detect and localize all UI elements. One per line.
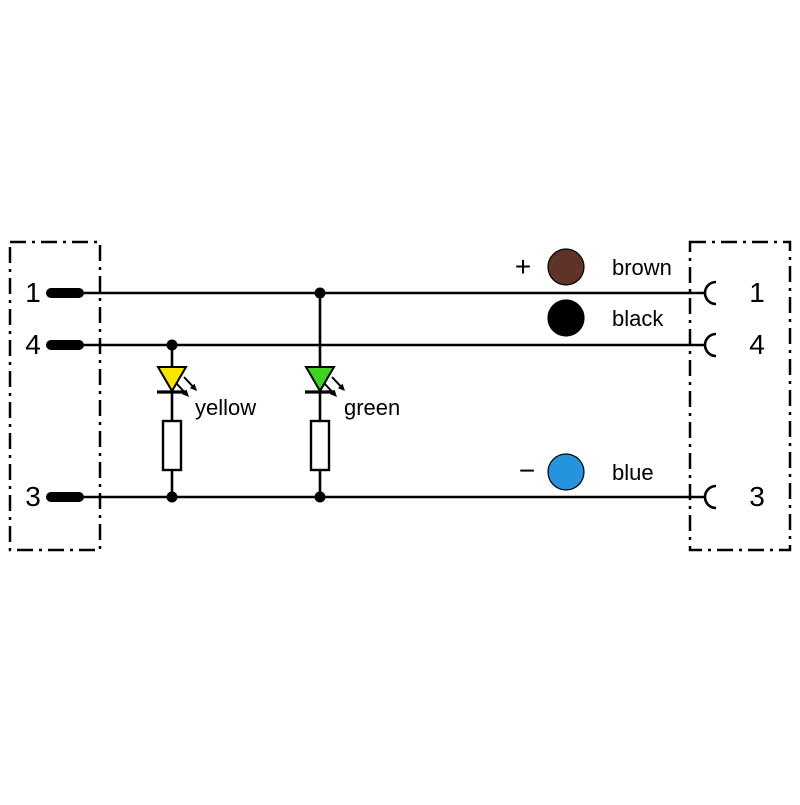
- led-yellow-emission-arrow-1: [175, 382, 187, 394]
- legend-label-brown: brown: [612, 255, 672, 280]
- junction-dots: [166, 287, 326, 503]
- led-green-emission-arrow-1: [323, 382, 335, 394]
- right-pin-label-1: 1: [749, 277, 765, 308]
- legend-swatch-black: [547, 299, 585, 337]
- led-branch-green: green: [304, 293, 400, 497]
- junction-dot-wire1-green: [314, 287, 326, 299]
- left-pin-label-4: 4: [25, 329, 41, 360]
- left-pin-label-3: 3: [25, 481, 41, 512]
- junction-dot-wire3-green: [314, 491, 326, 503]
- led-branch-yellow: yellow: [156, 345, 256, 497]
- led-yellow-label: yellow: [195, 395, 256, 420]
- led-green-label: green: [344, 395, 400, 420]
- right-connector: 1 4 3: [688, 240, 792, 552]
- left-pin-contact-3: [46, 492, 84, 502]
- right-pin-label-3: 3: [749, 481, 765, 512]
- junction-dot-wire3-yellow: [166, 491, 178, 503]
- resistor-green: [309, 419, 331, 472]
- legend-label-blue: blue: [612, 460, 654, 485]
- legend-swatch-brown: [547, 248, 585, 286]
- left-connector: 1 4 3: [8, 240, 102, 552]
- led-green-emission-arrowhead-2: [337, 383, 345, 391]
- led-yellow-emission-arrowhead-2: [189, 383, 197, 391]
- wires: [84, 291, 705, 499]
- led-yellow-emission-arrow-2: [183, 376, 195, 388]
- right-pin-label-4: 4: [749, 329, 765, 360]
- legend-polarity-minus: −: [519, 455, 535, 486]
- right-socket-contact-4: [703, 332, 717, 358]
- legend-swatch-blue: [547, 453, 585, 491]
- junction-dot-wire4-yellow: [166, 339, 178, 351]
- legend-polarity-plus: +: [515, 251, 531, 282]
- legend-label-black: black: [612, 306, 664, 331]
- right-socket-contact-1: [703, 280, 717, 306]
- left-connector-outline: [8, 240, 102, 552]
- led-green-emission-arrow-2: [331, 376, 343, 388]
- resistor-yellow: [161, 419, 183, 472]
- led-yellow-emission-arrowhead-1: [181, 389, 189, 397]
- right-connector-outline: [688, 240, 792, 552]
- right-socket-contact-3: [703, 484, 717, 510]
- led-green-triangle-icon: [304, 366, 336, 393]
- wire-color-legend: + brown black − blue: [515, 248, 672, 491]
- led-yellow-triangle-icon: [156, 366, 188, 393]
- led-green-emission-arrowhead-1: [329, 389, 337, 397]
- left-pin-contact-1: [46, 288, 84, 298]
- left-pin-contact-4: [46, 340, 84, 350]
- left-pin-label-1: 1: [25, 277, 41, 308]
